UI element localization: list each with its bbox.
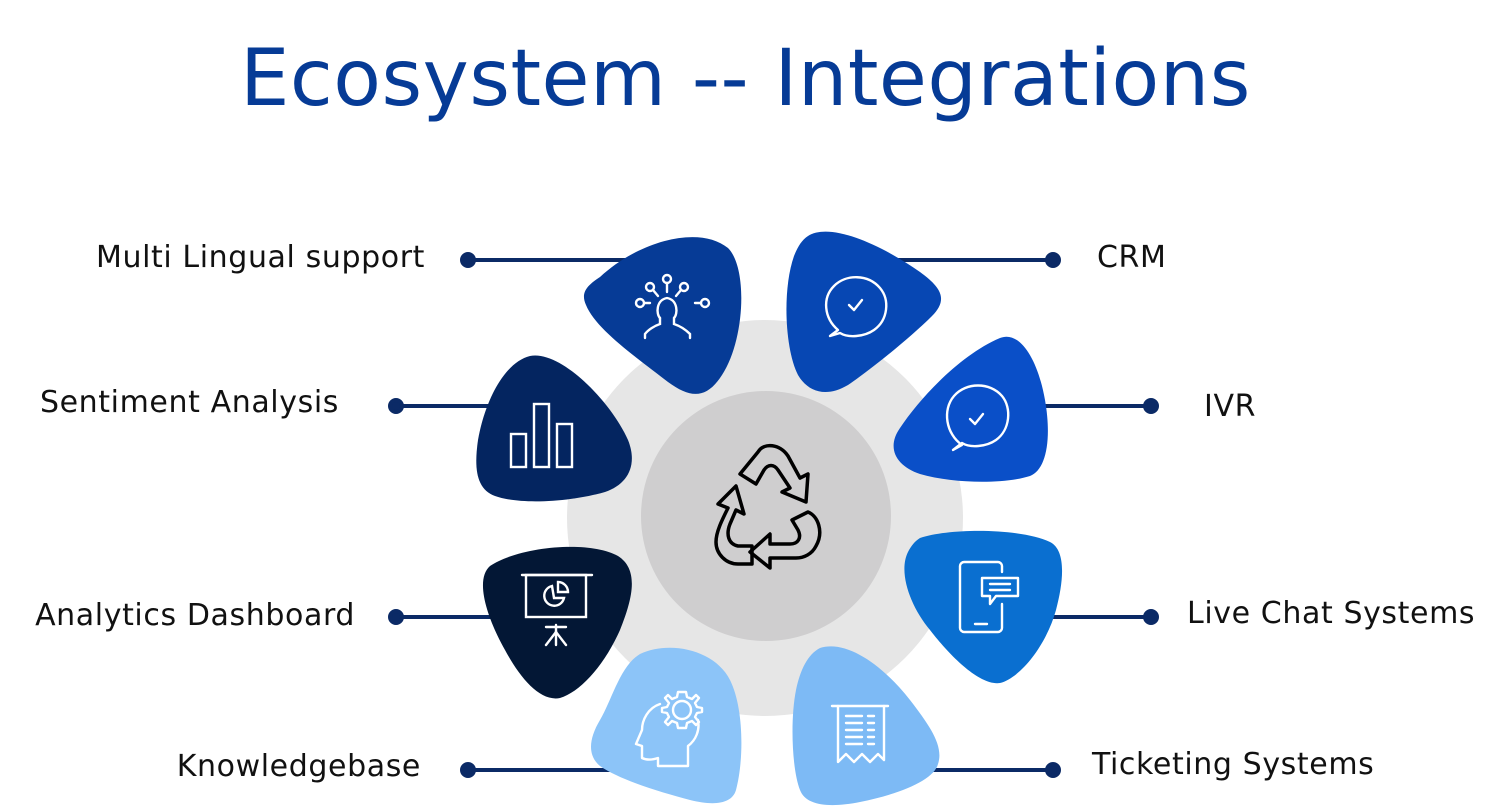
petal-analytics-dashboard[interactable] [482, 546, 632, 699]
petal-ticketing[interactable] [792, 646, 940, 806]
petal-knowledgebase[interactable] [591, 647, 742, 804]
connector-live-chat [1040, 609, 1159, 625]
connector-multi-lingual [460, 252, 640, 268]
label-ivr: IVR [1204, 389, 1257, 424]
bar-chart-icon [509, 402, 574, 469]
mobile-chat-icon [958, 560, 1020, 634]
petal-live-chat[interactable] [904, 530, 1063, 684]
label-analytics-dashboard: Analytics Dashboard [35, 598, 355, 633]
connector-crm [880, 252, 1061, 268]
connector-knowledgebase [460, 762, 620, 778]
people-network-icon [634, 273, 711, 340]
chat-check-icon [945, 384, 1010, 452]
inner-circle [641, 391, 891, 641]
receipt-icon [830, 704, 890, 764]
label-crm: CRM [1097, 240, 1167, 275]
head-gear-icon [634, 690, 704, 768]
recycle-icon [714, 443, 822, 570]
petal-sentiment-analysis[interactable] [476, 355, 632, 502]
connector-sentiment [388, 398, 500, 414]
label-ticketing-systems: Ticketing Systems [1092, 747, 1375, 782]
label-multi-lingual-support: Multi Lingual support [95, 240, 425, 275]
label-live-chat-systems: Live Chat Systems [1187, 596, 1476, 631]
chat-check-icon [825, 276, 888, 338]
petal-crm[interactable] [786, 231, 942, 393]
presentation-pie-chart-icon [520, 573, 594, 647]
petal-multi-lingual[interactable] [583, 237, 742, 394]
connector-analytics [388, 609, 500, 625]
petal-ivr[interactable] [893, 336, 1048, 482]
label-sentiment-analysis: Sentiment Analysis [39, 385, 339, 420]
label-knowledgebase: Knowledgebase [176, 749, 421, 784]
page-title: Ecosystem -- Integrations [240, 34, 1251, 124]
